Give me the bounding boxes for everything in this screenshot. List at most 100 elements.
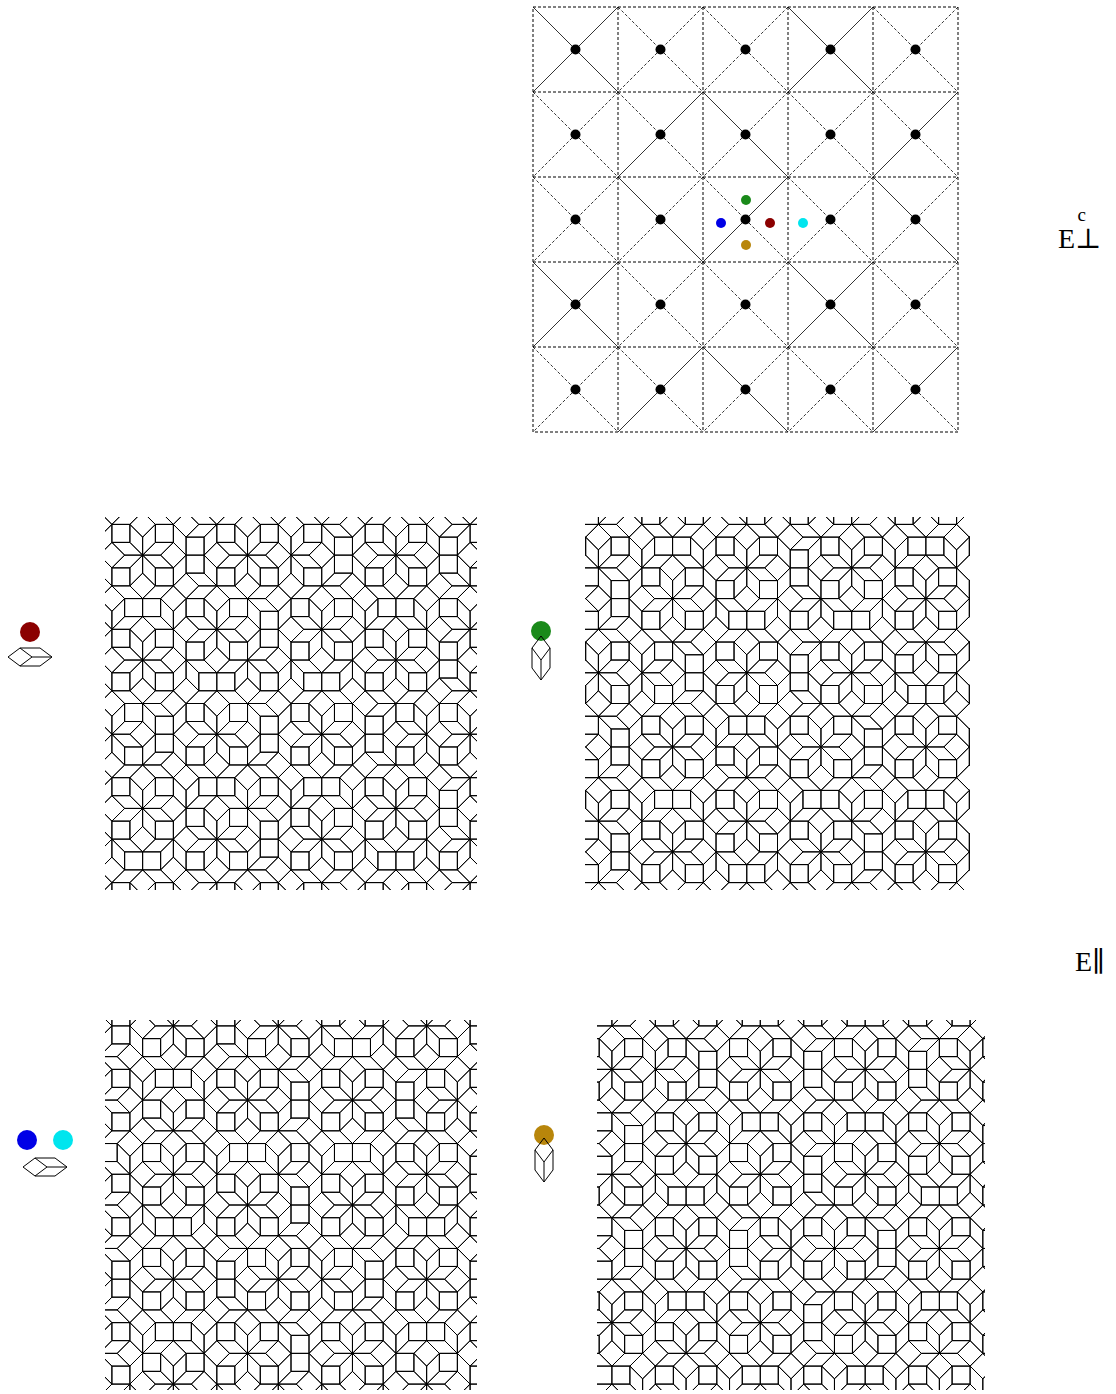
- tile: [427, 1020, 440, 1026]
- tile: [957, 747, 970, 778]
- tile: [660, 660, 685, 685]
- tile: [457, 555, 470, 586]
- tile: [186, 722, 217, 735]
- tile: [352, 1087, 383, 1100]
- tile: [204, 883, 217, 890]
- tile: [730, 1057, 761, 1070]
- tile: [340, 660, 353, 691]
- tile: [834, 1310, 865, 1323]
- tile: [105, 722, 112, 747]
- tile: [296, 1162, 321, 1187]
- tile: [155, 524, 173, 542]
- tile: [383, 1279, 396, 1310]
- tile: [266, 1131, 291, 1156]
- tile: [191, 1162, 216, 1187]
- tile: [396, 555, 427, 568]
- tile: [409, 821, 427, 839]
- tile: [445, 1371, 470, 1390]
- tile: [852, 524, 883, 537]
- tile: [217, 517, 248, 524]
- tile: [414, 857, 439, 882]
- tile: [969, 808, 970, 821]
- tile: [864, 686, 882, 704]
- tile: [808, 537, 821, 568]
- tile: [716, 834, 734, 852]
- tile: [642, 760, 660, 778]
- tile: [173, 1205, 204, 1218]
- tile: [852, 611, 870, 629]
- tile: [230, 852, 248, 870]
- tile: [778, 778, 803, 803]
- tile: [673, 747, 704, 760]
- tile: [248, 1162, 279, 1175]
- tile: [334, 1292, 352, 1310]
- tile: [673, 821, 686, 852]
- tile: [143, 1236, 174, 1249]
- tile: [204, 857, 229, 882]
- tile: [322, 734, 353, 747]
- tile: [870, 660, 895, 685]
- tile: [790, 586, 821, 599]
- tile: [143, 617, 174, 630]
- tile: [204, 542, 229, 567]
- tile: [217, 1192, 248, 1205]
- tile: [852, 704, 883, 717]
- tile: [365, 839, 378, 870]
- tile: [747, 778, 778, 791]
- tile: [248, 1279, 279, 1292]
- tile: [173, 1026, 186, 1057]
- tile: [191, 1057, 216, 1082]
- tile: [804, 1192, 835, 1205]
- tile: [365, 555, 396, 568]
- tile: [217, 1248, 248, 1261]
- rhombic-tiling: [105, 1020, 477, 1390]
- tile: [969, 704, 970, 717]
- tile: [161, 691, 186, 716]
- tile: [155, 821, 173, 839]
- tile: [457, 1297, 477, 1322]
- tile: [913, 821, 926, 852]
- tile: [660, 617, 685, 642]
- tile: [204, 752, 229, 777]
- tile: [660, 821, 673, 852]
- tile: [673, 599, 704, 612]
- tile: [611, 581, 629, 599]
- tile: [969, 673, 970, 686]
- tile: [597, 1156, 612, 1174]
- tile: [457, 1144, 470, 1175]
- tile: [235, 1100, 248, 1131]
- tile: [396, 765, 427, 778]
- tile: [191, 1118, 216, 1143]
- tile: [278, 1144, 291, 1175]
- tile: [291, 1205, 309, 1223]
- tile: [112, 704, 125, 735]
- tile: [909, 1341, 940, 1354]
- tile: [839, 691, 864, 716]
- tile: [248, 629, 261, 660]
- tile: [716, 581, 734, 599]
- tile: [383, 1353, 396, 1384]
- tile: [334, 1144, 352, 1162]
- tile: [913, 617, 938, 642]
- tile: [427, 870, 452, 890]
- tile: [112, 821, 130, 839]
- tile: [913, 555, 938, 580]
- tile: [629, 778, 654, 803]
- tile: [396, 1279, 427, 1292]
- tile: [470, 883, 477, 890]
- tile: [260, 716, 278, 734]
- tile: [383, 517, 408, 537]
- tile: [383, 1174, 396, 1205]
- tile: [852, 568, 883, 581]
- tile: [760, 1131, 791, 1144]
- tile: [125, 599, 143, 617]
- tile: [612, 1113, 643, 1126]
- tile: [186, 586, 217, 599]
- tile: [660, 716, 673, 747]
- tile: [260, 734, 278, 752]
- tile: [852, 517, 883, 524]
- tile: [352, 1131, 383, 1144]
- tile: [396, 883, 409, 890]
- tile: [105, 1087, 130, 1100]
- tile: [909, 1051, 927, 1069]
